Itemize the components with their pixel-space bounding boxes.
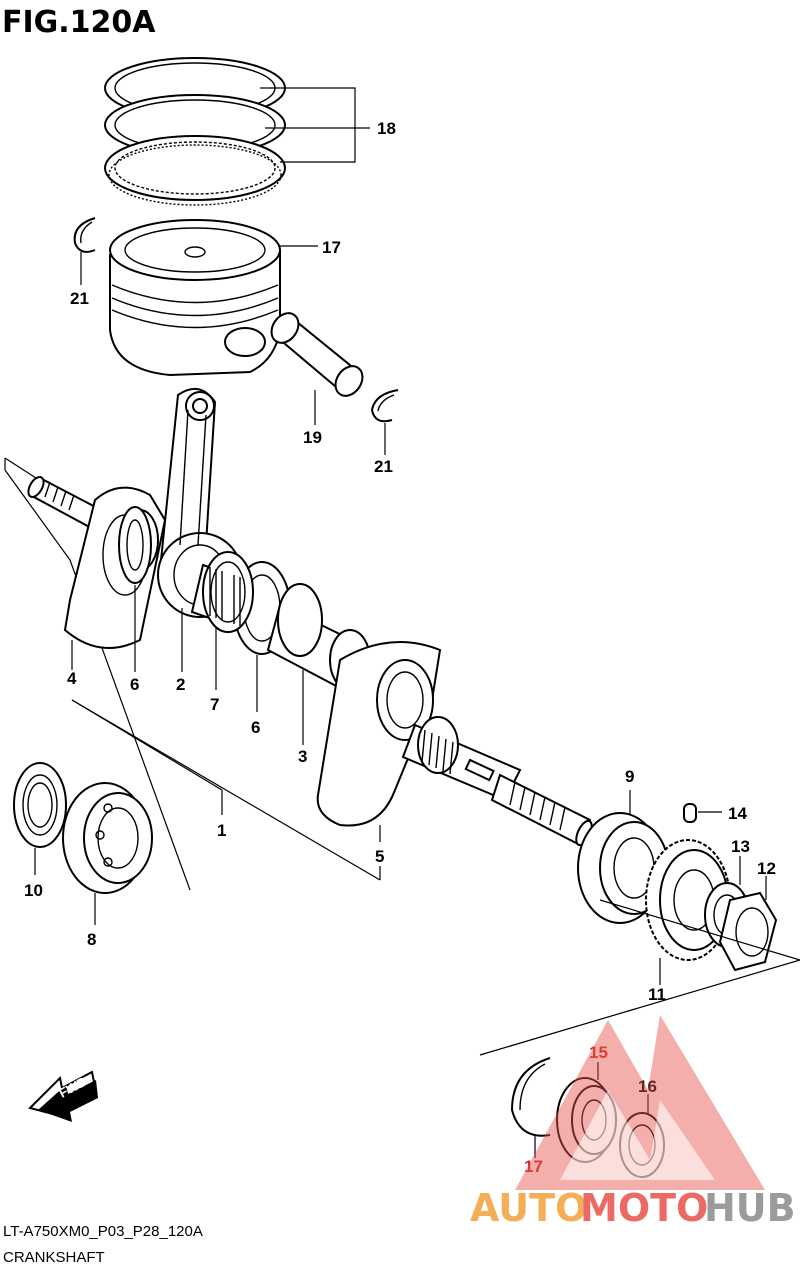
- circlip-17[interactable]: [510, 1057, 551, 1137]
- piston[interactable]: [109, 219, 281, 377]
- piston-pin[interactable]: [266, 308, 368, 401]
- oil-seal-10[interactable]: [13, 762, 67, 848]
- callout-9: 9: [625, 767, 634, 786]
- callout-17: 17: [524, 1157, 543, 1176]
- callout-16: 16: [638, 1077, 657, 1096]
- callout-13: 13: [731, 837, 750, 856]
- figure-caption: CRANKSHAFT: [3, 1249, 105, 1266]
- svg-text:AUTO: AUTO: [470, 1186, 587, 1230]
- callout-1: 1: [217, 821, 226, 840]
- callout-19: 18: [377, 119, 396, 138]
- crank-bearing-8[interactable]: [62, 782, 153, 894]
- callout-4: 4: [67, 669, 77, 688]
- callout-6-right: 6: [251, 718, 260, 737]
- callout-11: 11: [648, 985, 666, 1004]
- crankshaft-nut[interactable]: [718, 891, 778, 972]
- callout-6-left: 6: [130, 675, 139, 694]
- callout-2: 2: [176, 675, 185, 694]
- callout-7: 7: [210, 695, 219, 714]
- subgroup-line: [479, 959, 800, 1056]
- callout-15: 15: [589, 1043, 608, 1062]
- diagram-code: LT-A750XM0_P03_P28_120A: [3, 1223, 203, 1240]
- automotohub-watermark: AUTO MOTO HUB: [470, 1015, 796, 1230]
- callout-10: 10: [24, 881, 43, 900]
- callout-18: 17: [322, 238, 341, 257]
- piston-pin-circlip-right[interactable]: [370, 389, 399, 423]
- crank-pin[interactable]: [266, 583, 371, 691]
- callout-21-left: 21: [70, 289, 89, 308]
- callout-21-right: 21: [374, 457, 393, 476]
- callout-12: 12: [757, 859, 776, 878]
- frame-line-bottom: [71, 699, 381, 881]
- figure-title: FIG.120A: [2, 5, 156, 40]
- thrust-washer-left[interactable]: [118, 506, 152, 584]
- key-14[interactable]: [683, 803, 697, 823]
- crankshaft-right-shaft[interactable]: [401, 716, 595, 847]
- needle-bearing[interactable]: [190, 551, 254, 633]
- callout-14: 14: [728, 804, 747, 823]
- forward-arrow-icon: FWD: [28, 1070, 98, 1122]
- svg-text:MOTO: MOTO: [580, 1186, 708, 1230]
- piston-rings[interactable]: [104, 57, 286, 206]
- watermark-logo-text: AUTO MOTO HUB: [470, 1186, 796, 1230]
- frame-line-left: [4, 458, 191, 891]
- svg-text:HUB: HUB: [704, 1186, 796, 1230]
- ring-bracket: [260, 87, 356, 163]
- callout-5: 5: [375, 847, 384, 866]
- assembly-bracket-1: [71, 699, 223, 791]
- piston-pin-circlip-left[interactable]: [73, 217, 96, 253]
- assembly-line-right: [599, 899, 800, 961]
- callout-20: 19: [303, 428, 322, 447]
- callout-8: 8: [87, 930, 96, 949]
- crank-web-right[interactable]: [316, 641, 442, 827]
- crankshaft-left-journal[interactable]: [25, 474, 107, 532]
- callout-3: 3: [298, 747, 307, 766]
